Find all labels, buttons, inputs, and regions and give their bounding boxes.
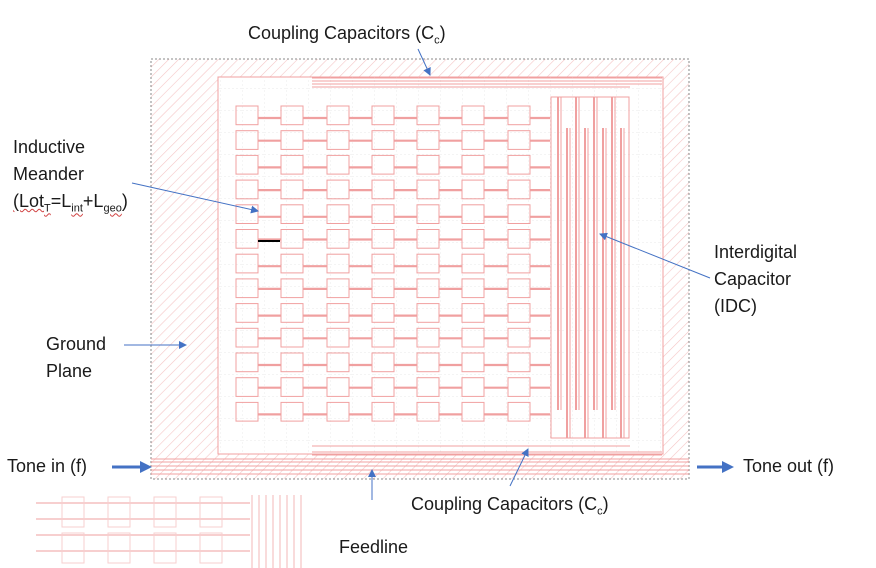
meander-cell	[461, 352, 485, 373]
coupling-capacitor-top	[312, 77, 662, 88]
inset-cell	[61, 532, 85, 564]
inset-cell	[199, 532, 223, 564]
meander-cell	[280, 154, 304, 175]
meander-cell	[507, 204, 531, 225]
coupling-capacitors-bottom-label: Coupling Capacitors (Cc)	[411, 494, 609, 518]
meander-cell	[371, 204, 395, 225]
meander-cell	[371, 352, 395, 373]
meander-cell	[461, 303, 485, 323]
meander-cell	[507, 303, 531, 323]
meander-cell	[461, 253, 485, 274]
meander-cell	[280, 105, 304, 126]
meander-cell	[235, 204, 259, 225]
meander-cell	[235, 303, 259, 323]
meander-cell	[461, 105, 485, 126]
idc-label-line2: Capacitor	[714, 269, 792, 289]
tone-arrows	[112, 461, 734, 473]
coupling-capacitor-bottom	[312, 445, 662, 456]
meander-cell	[280, 303, 304, 323]
meander-cell	[416, 352, 440, 373]
meander-cell	[280, 352, 304, 373]
meander-cell	[416, 303, 440, 323]
interdigital-capacitor	[550, 96, 630, 439]
meander-arrow	[131, 182, 259, 214]
meander-cell	[461, 204, 485, 225]
meander-cell	[416, 253, 440, 274]
meander-cell	[371, 401, 395, 422]
meander-label-line2: Meander	[13, 164, 85, 184]
meander-cell	[416, 105, 440, 126]
tone-out-label: Tone out (f)	[743, 456, 835, 476]
meander-cell	[416, 204, 440, 225]
meander-cell	[326, 401, 350, 422]
inset-cell	[153, 532, 177, 564]
coupling-capacitors-top-label: Coupling Capacitors (Cc)	[248, 23, 446, 47]
meander-cell	[371, 154, 395, 175]
idc-frame	[550, 96, 630, 439]
ground-plane	[150, 58, 690, 480]
coupling-bottom-arrow	[509, 448, 529, 487]
meander-cell	[507, 105, 531, 126]
idc-arrow	[599, 232, 711, 279]
meander-cell	[326, 154, 350, 175]
meander-cell	[371, 303, 395, 323]
meander-cell	[326, 253, 350, 274]
feedline	[151, 458, 689, 475]
inset-cell	[61, 496, 85, 528]
meander-cell	[235, 352, 259, 373]
inset-cell	[153, 496, 177, 528]
meander-cell	[326, 204, 350, 225]
annotation-arrows	[124, 48, 711, 500]
meander-label-line1: Inductive	[13, 137, 86, 157]
ground-label-line1: Ground	[46, 334, 107, 354]
meander-cell	[235, 253, 259, 274]
ground-label-line2: Plane	[46, 361, 93, 381]
meander-cell	[280, 253, 304, 274]
inductive-meander	[235, 105, 550, 422]
meander-cell	[235, 105, 259, 126]
meander-cell	[280, 401, 304, 422]
meander-cell	[461, 401, 485, 422]
meander-cell	[235, 154, 259, 175]
idc-label-line3: (IDC)	[714, 296, 757, 316]
inset-cell	[107, 532, 131, 564]
meander-cell	[507, 352, 531, 373]
meander-cell	[326, 303, 350, 323]
meander-cell	[416, 154, 440, 175]
meander-cell	[280, 204, 304, 225]
inductive-meander-label: Inductive Meander (LotT=Lint+Lgeo)	[13, 134, 128, 215]
idc-label: Interdigital Capacitor (IDC)	[714, 239, 797, 320]
coupling-top-arrow	[417, 48, 431, 76]
meander-label-line3: (LotT=Lint+Lgeo)	[13, 191, 128, 215]
feedline-label: Feedline	[339, 537, 409, 557]
idc-label-line1: Interdigital	[714, 242, 798, 262]
meander-cell	[507, 401, 531, 422]
meander-cell	[416, 401, 440, 422]
ground-plane-label: Ground Plane	[46, 331, 106, 385]
inset-cell	[199, 496, 223, 528]
meander-cell	[326, 352, 350, 373]
meander-cell	[507, 253, 531, 274]
meander-cell	[371, 253, 395, 274]
inset-cell	[107, 496, 131, 528]
feedline-inset	[36, 495, 302, 568]
meander-cell	[235, 401, 259, 422]
meander-cell	[507, 154, 531, 175]
tone-in-label: Tone in (f)	[7, 456, 88, 476]
meander-cell	[371, 105, 395, 126]
meander-cell	[326, 105, 350, 126]
meander-cell	[461, 154, 485, 175]
